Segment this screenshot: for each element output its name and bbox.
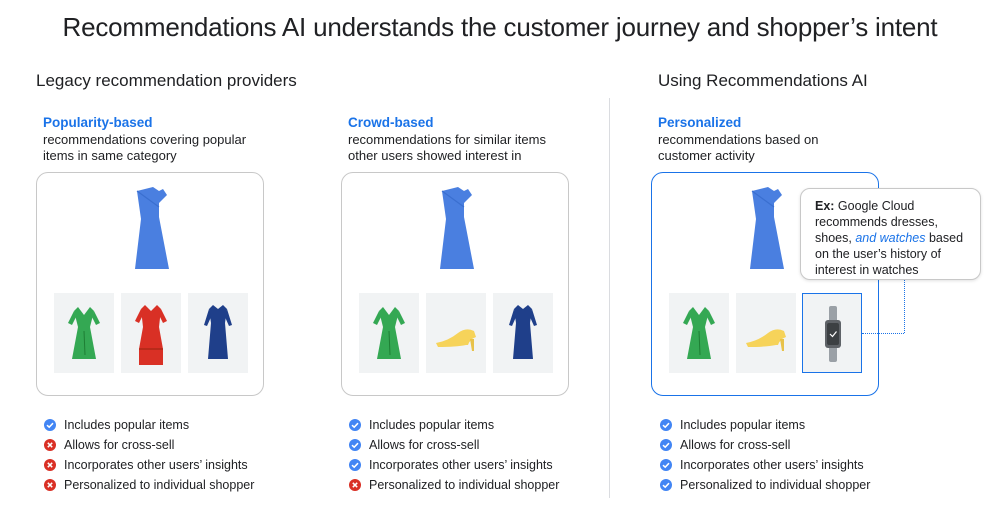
check-icon bbox=[660, 439, 672, 451]
column-title-crowd: Crowd-based bbox=[348, 115, 434, 130]
navy-dress-icon bbox=[204, 305, 232, 359]
check-icon bbox=[349, 419, 361, 431]
green-dress-icon bbox=[683, 307, 715, 359]
item-tile bbox=[188, 293, 248, 373]
callout-prefix: Ex: bbox=[815, 199, 835, 213]
yellow-heel-icon bbox=[436, 329, 476, 351]
column-title-popularity: Popularity-based bbox=[43, 115, 153, 130]
popularity-card bbox=[36, 172, 264, 396]
check-icon bbox=[660, 479, 672, 491]
watch-icon bbox=[825, 306, 841, 362]
check-icon bbox=[349, 439, 361, 451]
hero-dress-icon bbox=[440, 187, 474, 269]
green-dress-icon bbox=[373, 307, 405, 359]
page-title: Recommendations AI understands the custo… bbox=[62, 12, 938, 42]
green-dress-icon bbox=[68, 307, 100, 359]
section-legacy-heading: Legacy recommendation providers bbox=[36, 71, 297, 90]
check-icon bbox=[44, 419, 56, 431]
check-icon bbox=[349, 459, 361, 471]
check-icon bbox=[660, 459, 672, 471]
cross-icon bbox=[349, 479, 361, 491]
section-recommendations-ai-heading: Using Recommendations AI bbox=[658, 71, 868, 90]
callout-highlight: and watches bbox=[855, 231, 926, 245]
red-dress-icon bbox=[135, 305, 167, 365]
section-divider bbox=[609, 98, 610, 498]
navy-dress-icon bbox=[509, 305, 537, 359]
check-icon bbox=[660, 419, 672, 431]
column-desc-personalized: recommendations based on customer activi… bbox=[658, 132, 819, 163]
yellow-heel-icon bbox=[746, 329, 786, 351]
item-tile bbox=[426, 293, 486, 373]
item-tile bbox=[493, 293, 553, 373]
cross-icon bbox=[44, 439, 56, 451]
callout-text: Google Cloud recommends dresses, shoes, bbox=[815, 199, 938, 245]
item-tile-selected bbox=[802, 293, 862, 373]
hero-dress-icon bbox=[135, 187, 169, 269]
column-desc-popularity: recommendations covering popular items i… bbox=[43, 132, 247, 163]
column-title-personalized: Personalized bbox=[658, 115, 742, 130]
item-tile bbox=[669, 293, 729, 373]
cross-icon bbox=[44, 479, 56, 491]
item-tile bbox=[121, 293, 181, 373]
cross-icon bbox=[44, 459, 56, 471]
callout-connector bbox=[904, 280, 905, 333]
example-callout: Ex: Google Cloud recommends dresses, sho… bbox=[800, 188, 981, 280]
hero-dress-icon bbox=[750, 187, 784, 269]
column-desc-crowd: recommendations for similar items other … bbox=[348, 132, 546, 163]
callout-text: based on the user’s history of interest … bbox=[815, 231, 964, 277]
item-tile bbox=[54, 293, 114, 373]
crowd-card bbox=[341, 172, 569, 396]
item-tile bbox=[359, 293, 419, 373]
callout-connector bbox=[862, 333, 904, 334]
item-tile bbox=[736, 293, 796, 373]
